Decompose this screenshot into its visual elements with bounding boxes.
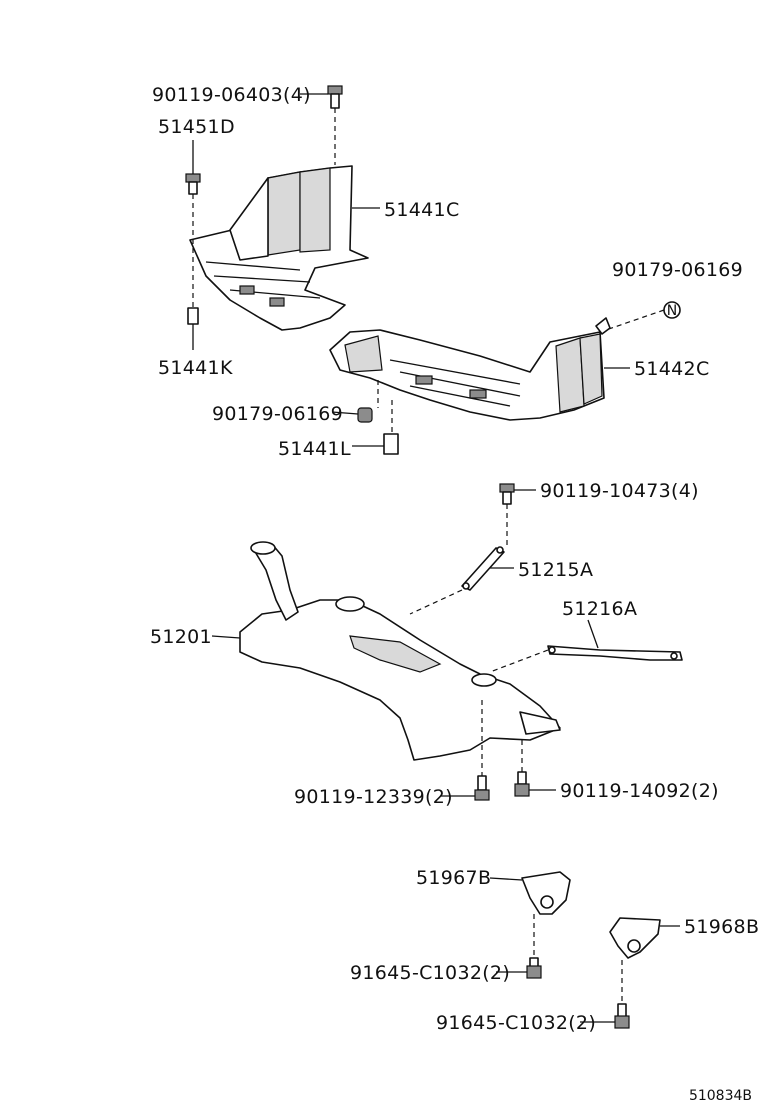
- front-suspension-crossmember[interactable]: [239, 541, 561, 761]
- clip-51441L[interactable]: [383, 433, 399, 455]
- label-90179-06169-lower: 90179-06169: [212, 403, 343, 425]
- engine-under-cover-front[interactable]: [189, 165, 369, 331]
- bolt-51451D[interactable]: [185, 173, 201, 195]
- leader-lines: [192, 93, 680, 1023]
- bolt-91645-C1032-a[interactable]: [526, 957, 542, 979]
- bolt-90119-12339[interactable]: [474, 775, 490, 801]
- label-90119-14092: 90119-14092(2): [560, 780, 719, 802]
- label-51442C: 51442C: [634, 358, 710, 380]
- label-51968B: 51968B: [684, 916, 759, 938]
- label-90119-12339: 90119-12339(2): [294, 786, 453, 808]
- label-51441C: 51441C: [384, 199, 460, 221]
- label-91645-C1032-b: 91645-C1032(2): [436, 1012, 596, 1034]
- bolt-90119-10473[interactable]: [499, 483, 515, 505]
- bolt-90119-14092[interactable]: [514, 771, 530, 797]
- crossmember-brace-short[interactable]: [461, 546, 505, 591]
- engine-under-cover-rear[interactable]: [329, 317, 611, 421]
- label-90119-06403: 90119-06403(4): [152, 84, 311, 106]
- nut-symbol-90179-06169[interactable]: N: [663, 301, 681, 319]
- crossmember-brace-long[interactable]: [547, 645, 683, 661]
- label-51451D: 51451D: [158, 116, 235, 138]
- bolt-91645-C1032-b[interactable]: [614, 1003, 630, 1029]
- nut-90179-06169[interactable]: [357, 407, 373, 423]
- label-51201: 51201: [150, 626, 212, 648]
- bolt-90119-06403[interactable]: [327, 85, 343, 109]
- label-90179-06169-upper: 90179-06169: [612, 259, 743, 281]
- label-51215A: 51215A: [518, 559, 593, 581]
- label-90119-10473: 90119-10473(4): [540, 480, 699, 502]
- clip-51441K[interactable]: [187, 307, 199, 325]
- label-91645-C1032-a: 91645-C1032(2): [350, 962, 510, 984]
- label-51216A: 51216A: [562, 598, 637, 620]
- nut-symbol-label: N: [667, 303, 677, 319]
- bracket-51967B[interactable]: [521, 871, 571, 915]
- label-51441K: 51441K: [158, 357, 233, 379]
- drawing-reference: 510834B: [689, 1088, 752, 1104]
- label-51441L: 51441L: [278, 438, 351, 460]
- label-51967B: 51967B: [416, 867, 491, 889]
- bracket-51968B[interactable]: [609, 917, 661, 959]
